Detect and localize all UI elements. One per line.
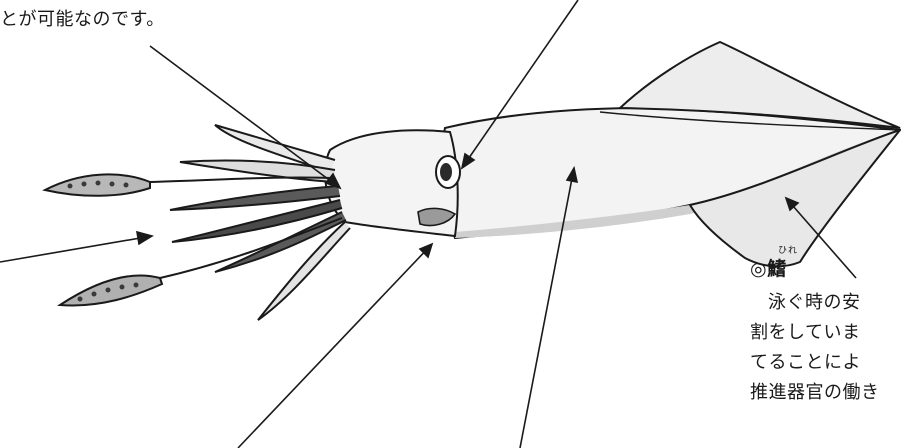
leader-arrowhead	[137, 232, 152, 244]
leader-line-siphon	[238, 244, 432, 448]
fin-caption-line: 泳ぐ時の安	[750, 288, 880, 318]
squid-eye-pupil	[440, 163, 452, 181]
intro-text: とが可能なのです。	[0, 6, 165, 34]
fin-caption-title-text: 鰭	[767, 258, 787, 280]
squid-arms	[170, 125, 350, 320]
squid-tentacle-club-lower	[60, 276, 162, 306]
fin-caption: ◎鰭 ひれ 泳ぐ時の安 割をしていま てることによ 推進器官の働き	[750, 256, 880, 408]
fin-caption-title: ◎鰭 ひれ	[750, 256, 880, 282]
intro-text-line: とが可能なのです。	[0, 9, 165, 30]
leader-line-arms	[0, 236, 152, 262]
fin-caption-line: 推進器官の働き	[750, 378, 880, 408]
fin-caption-title-mark: ◎	[750, 258, 767, 280]
fin-caption-line: 割をしていま	[750, 318, 880, 348]
fin-caption-title-ruby: ひれ	[778, 246, 798, 256]
fin-caption-line: てることによ	[750, 348, 880, 378]
